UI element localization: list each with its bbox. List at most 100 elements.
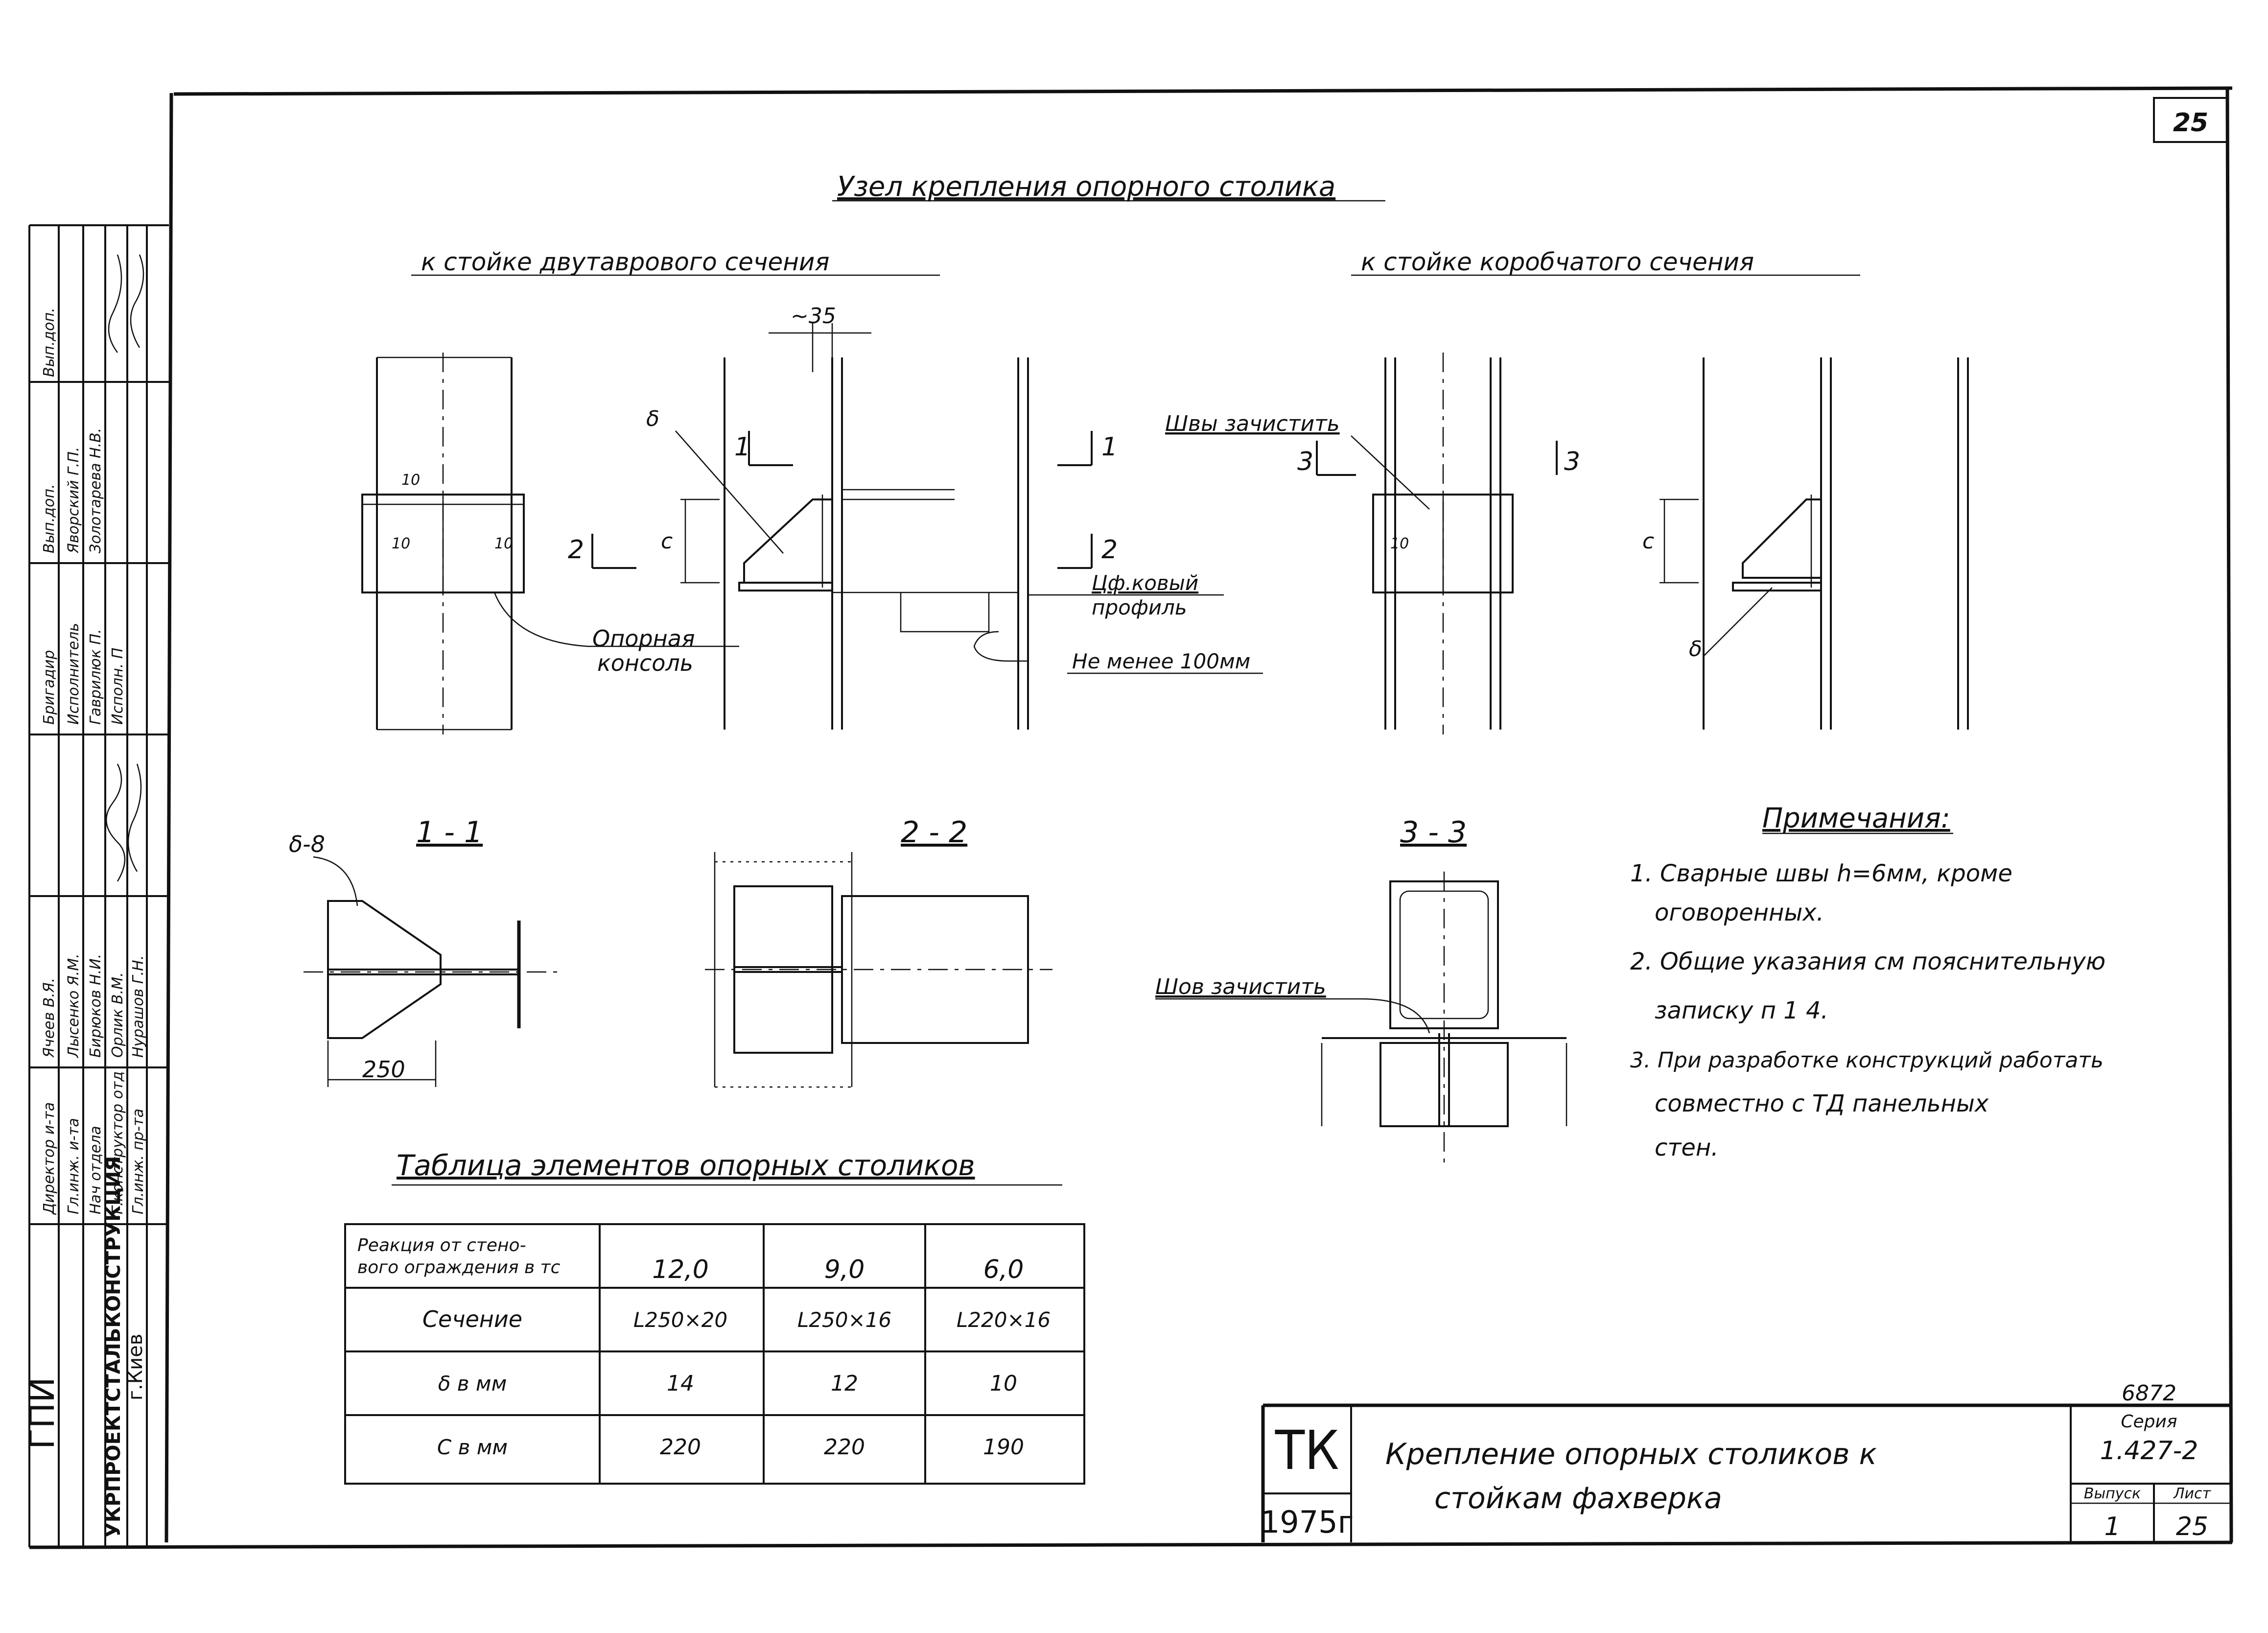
seam-clean-label: Шов зачистить bbox=[1155, 974, 1326, 999]
stamp-org-2: УКРПРОЕКТСТАЛЬКОНСТРУКЦИЯ bbox=[102, 1156, 125, 1538]
stamp-org-3: г.Киев bbox=[124, 1334, 147, 1400]
sheet-frame bbox=[28, 86, 2233, 1549]
note-1a: 1. Сварные швы h=6мм, кроме bbox=[1630, 860, 2012, 887]
corrugated-label-2: профиль bbox=[1092, 595, 1187, 619]
stamp-name-upper: Исполн. П bbox=[109, 648, 126, 725]
dim-250: 250 bbox=[362, 1056, 405, 1083]
stamp-org-1: ГПИ bbox=[22, 1377, 62, 1449]
i-section-column-side: c ~35 δ 1 1 2 2 bbox=[568, 304, 1118, 730]
title-block: ТК 1975г Крепление опорных столиков к ст… bbox=[1261, 1381, 2230, 1542]
notes: Примечания: 1. Сварные швы h=6мм, кроме … bbox=[1630, 803, 2105, 1161]
table-row-label: С в мм bbox=[437, 1435, 508, 1459]
signature-scribble bbox=[105, 763, 126, 882]
note-1b: оговоренных. bbox=[1655, 899, 1824, 926]
stamp-role-upper: Вып.доп. bbox=[41, 308, 58, 377]
stamp-name-upper: Гаврилюк П. bbox=[87, 629, 104, 725]
stamp-name-upper: Золотарева Н.В. bbox=[87, 428, 104, 553]
note-3c: стен. bbox=[1655, 1134, 1719, 1161]
table-cell: 12 bbox=[831, 1371, 858, 1396]
issue-value: 1 bbox=[2104, 1512, 2120, 1541]
stamp-name: Орлик В.М. bbox=[109, 972, 126, 1058]
year-mark: 1975г bbox=[1261, 1504, 1354, 1540]
weld-10b: 10 bbox=[392, 535, 410, 552]
table-cell: L250×16 bbox=[797, 1308, 891, 1332]
section-3-3: 3 - 3 Шов зачистить bbox=[1155, 815, 1567, 1165]
table-cell: 220 bbox=[824, 1435, 865, 1460]
box-column-front: 10 bbox=[1372, 353, 1514, 734]
signature-scribble bbox=[127, 763, 142, 872]
section-mark-2-left: 2 bbox=[568, 535, 584, 565]
table-header-value-2: 9,0 bbox=[824, 1255, 865, 1284]
stamp-role: Г.конструктор отд bbox=[109, 1071, 126, 1214]
note-3b: совместно с ТД панельных bbox=[1655, 1090, 1989, 1117]
weld-10c: 10 bbox=[494, 535, 513, 552]
table-cell: 220 bbox=[660, 1435, 701, 1460]
notes-heading: Примечания: bbox=[1762, 803, 1950, 834]
stamp-role: Директор и-та bbox=[41, 1102, 58, 1215]
section-mark-1-right: 1 bbox=[1101, 432, 1118, 462]
series-value: 1.427-2 bbox=[2100, 1436, 2198, 1466]
table-cell: L250×20 bbox=[633, 1308, 727, 1332]
table-cell: 10 bbox=[990, 1371, 1017, 1396]
table-header-label-1: Реакция от стено- bbox=[357, 1235, 526, 1255]
support-console-label-1: Опорная bbox=[592, 625, 695, 652]
support-console-label-2: консоль bbox=[597, 650, 693, 676]
note-3a: 3. При разработке конструкций работать bbox=[1630, 1048, 2104, 1073]
section-mark-3-right: 3 bbox=[1564, 447, 1580, 476]
tk-mark: ТК bbox=[1275, 1419, 1339, 1482]
table-cell: 190 bbox=[983, 1435, 1024, 1460]
table-cell: 14 bbox=[667, 1371, 694, 1396]
stamp-role: Гл.инж. и-та bbox=[65, 1118, 82, 1214]
signature-scribble bbox=[130, 254, 144, 348]
section-1-1-title: 1 - 1 bbox=[416, 815, 483, 850]
right-view-title: к стойке коробчатого сечения bbox=[1361, 248, 1754, 276]
approval-stamp: ГПИ УКРПРОЕКТСТАЛЬКОНСТРУКЦИЯ г.Киев Дир… bbox=[22, 225, 169, 1547]
stamp-name: Ячеев В.Я. bbox=[41, 978, 58, 1058]
main-title: Узел крепления опорного столика bbox=[837, 171, 1335, 203]
stamp-role-upper: Вып.доп. bbox=[41, 484, 58, 553]
not-less-label: Не менее 100мм bbox=[1072, 649, 1250, 673]
dim-c-right: c bbox=[1642, 529, 1654, 554]
i-section-column-front: 10 10 10 bbox=[361, 353, 525, 734]
table-header-label-2: вого ограждения в тс bbox=[357, 1257, 561, 1278]
table-cell: L220×16 bbox=[957, 1308, 1051, 1332]
stamp-role: Гл.инж. пр-та bbox=[130, 1109, 147, 1214]
dim-35: ~35 bbox=[791, 304, 836, 329]
section-mark-3-left: 3 bbox=[1297, 447, 1313, 476]
stamp-role: Нач отдела bbox=[87, 1126, 104, 1214]
elements-table: Таблица элементов опорных столиков Реакц… bbox=[344, 1149, 1085, 1485]
issue-label: Выпуск bbox=[2084, 1485, 2141, 1502]
table-header-value-1: 12,0 bbox=[652, 1255, 709, 1284]
section-1-1: 1 - 1 δ-8 250 bbox=[289, 815, 563, 1087]
table-header-value-3: 6,0 bbox=[983, 1255, 1024, 1284]
sheet-label: Лист bbox=[2173, 1485, 2212, 1502]
drawing-code: 6872 bbox=[2122, 1381, 2176, 1406]
note-2a: 2. Общие указания см пояснительную bbox=[1630, 948, 2105, 975]
table-title: Таблица элементов опорных столиков bbox=[397, 1149, 975, 1182]
dim-c-left: c bbox=[661, 529, 673, 554]
delta-right: δ bbox=[1689, 637, 1702, 662]
sheet-value: 25 bbox=[2176, 1512, 2208, 1541]
weld-10d: 10 bbox=[1390, 535, 1409, 552]
stamp-name: Лысенко Я.М. bbox=[65, 953, 82, 1058]
stamp-name-upper: Яворский Г.П. bbox=[65, 447, 82, 554]
weld-10a: 10 bbox=[401, 472, 420, 489]
seams-clean-label: Швы зачистить bbox=[1165, 411, 1340, 436]
table-row-label: δ в мм bbox=[438, 1372, 507, 1396]
table-row-label: Сечение bbox=[422, 1306, 522, 1332]
section-3-3-title: 3 - 3 bbox=[1400, 815, 1467, 850]
box-column-side: c δ bbox=[1642, 357, 1969, 730]
stamp-name: Бирюков Н.И. bbox=[87, 954, 104, 1058]
stamp-role-upper: Бригадир bbox=[41, 650, 58, 725]
note-2b: записку п 1 4. bbox=[1655, 997, 1828, 1024]
section-mark-2-right: 2 bbox=[1101, 535, 1118, 565]
sheet-number-box: 25 bbox=[2153, 97, 2228, 143]
sheet-number: 25 bbox=[2173, 108, 2208, 138]
section-2-2: 2 - 2 bbox=[705, 815, 1052, 1088]
section-mark-1-left: 1 bbox=[734, 432, 750, 462]
corrugated-label-1: Цф.ковый bbox=[1092, 571, 1198, 595]
left-view-title: к стойке двутаврового сечения bbox=[421, 248, 829, 276]
sheet-title-1: Крепление опорных столиков к bbox=[1385, 1437, 1877, 1471]
delta-8-label: δ-8 bbox=[289, 831, 325, 857]
